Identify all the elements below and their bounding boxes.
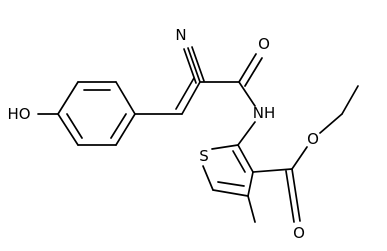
atom-amide-nh: NH [253, 104, 276, 122]
bond-ester-single [291, 146, 308, 170]
bond [211, 144, 239, 150]
thiophene-ring [202, 144, 254, 197]
bond-inner [110, 113, 127, 139]
atom-amide-o: O [258, 35, 270, 53]
atom-nitrile-n: N [175, 26, 186, 44]
bond-nitrile [183, 48, 197, 84]
bond-ester-carbonyl [285, 170, 295, 223]
bond [181, 81, 201, 115]
bond [252, 168, 293, 173]
bond [57, 81, 79, 115]
bond [115, 113, 136, 146]
bond [238, 81, 256, 107]
bond [237, 144, 254, 173]
bond [202, 165, 214, 191]
atom-thiophene-s: S [199, 147, 209, 165]
atom-hydroxyl: HO [7, 105, 30, 123]
bond [247, 171, 254, 197]
bond [57, 113, 79, 146]
bond-methyl [247, 195, 256, 223]
bond [319, 113, 343, 134]
bond-nitrile [191, 46, 205, 82]
bond-carbonyl [244, 57, 263, 87]
bond-ester-carbonyl [291, 168, 301, 222]
atom-ester-o-single: O [307, 130, 319, 148]
bond [341, 85, 359, 115]
bond [237, 121, 256, 146]
bond-inner [232, 150, 246, 173]
bond [115, 81, 136, 115]
bond-inner [66, 113, 83, 139]
atom-ester-o-double: O [293, 224, 305, 242]
bond-double [175, 77, 195, 110]
bond [212, 189, 249, 197]
phenol-ring [57, 81, 136, 146]
bond-nitrile [187, 47, 201, 83]
bond-carbonyl [238, 53, 257, 83]
bond-inner [217, 181, 245, 187]
